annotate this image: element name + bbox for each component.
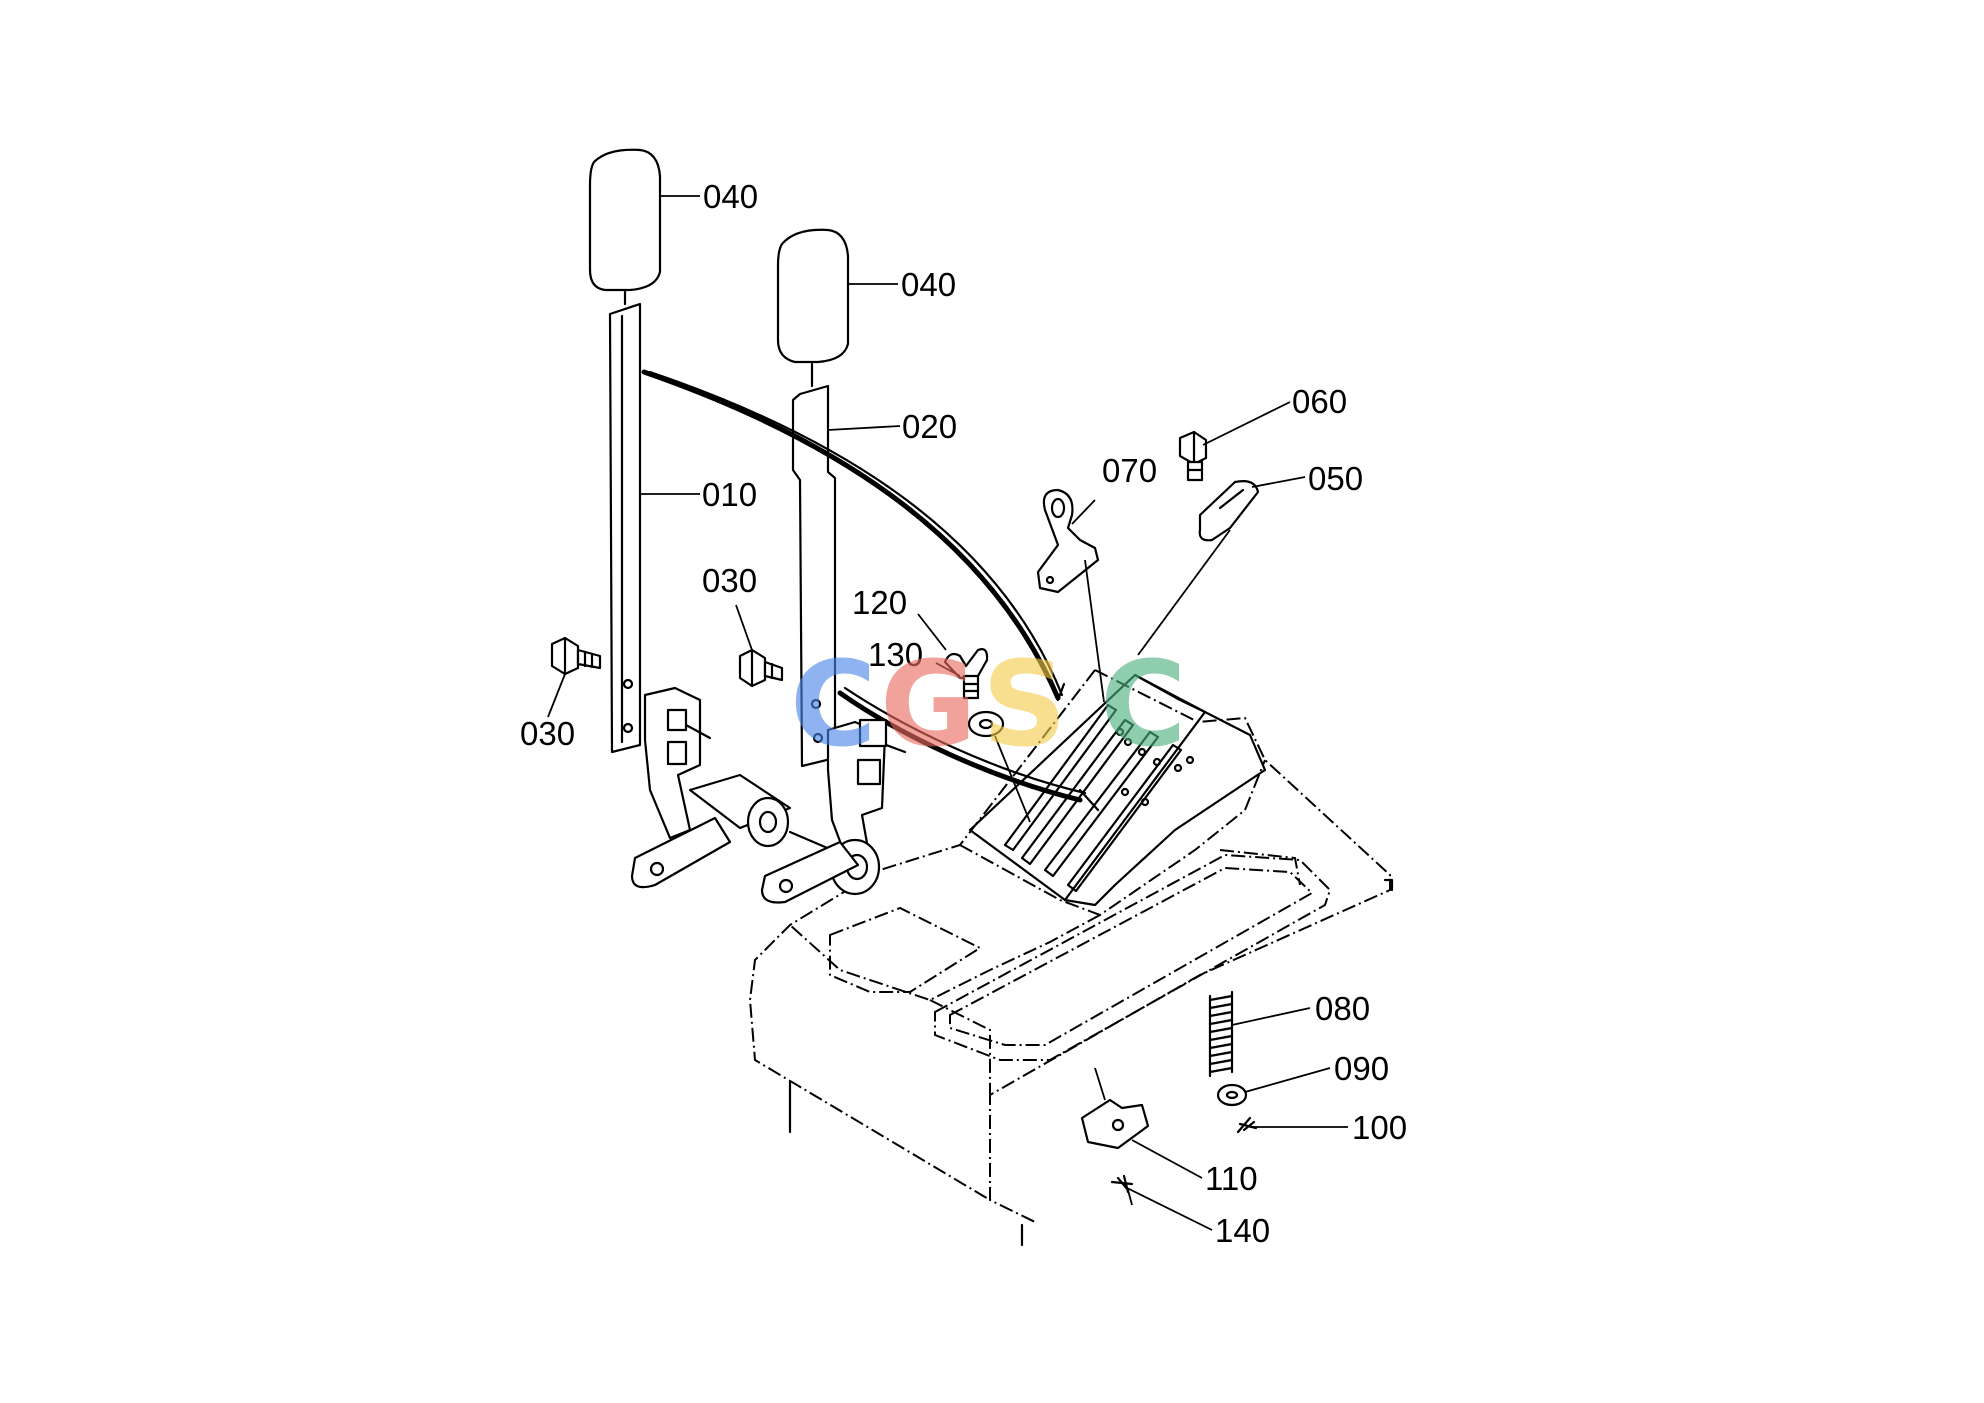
watermark-letter-s: S [982,635,1067,773]
wing-bolt-120 [943,648,989,700]
guide-slot [1020,718,1135,866]
watermark-letter-c1: C [790,635,877,773]
callout-label: 010 [702,476,757,513]
control-lever-010 [608,302,642,754]
callouts: 040 040 020 010 030 030 060 050 070 120 … [520,178,1407,1249]
throttle-cable [641,369,1100,812]
watermark-letter-g: G [880,635,977,773]
linkage-bracket-right [826,718,907,870]
guide-slot [1043,730,1160,878]
spring-080 [1208,990,1234,1078]
callout-label: 140 [1215,1212,1270,1249]
clip-050 [1137,480,1260,656]
washer-090 [1216,1083,1248,1107]
callout-label: 100 [1352,1109,1407,1146]
watermark-logo: C G S C [790,635,1187,773]
guide-slot [1003,703,1118,852]
callout-label: 130 [868,636,923,673]
callout-label: 080 [1315,990,1370,1027]
pivot-shaft [688,773,881,896]
lever-grip-040-left [588,148,662,306]
washer-130 [967,710,1031,823]
lower-arm-right [760,840,860,904]
guide-slot [1066,743,1183,893]
pin-100 [1236,1116,1258,1134]
pin-140 [1110,1174,1134,1206]
guide-plate [968,673,1267,907]
callout-label: 020 [902,408,957,445]
callout-label: 110 [1205,1160,1258,1197]
callout-label: 090 [1334,1050,1389,1087]
bolt-060 [1178,430,1208,482]
plate-110 [1080,1067,1150,1150]
callout-label: 040 [703,178,758,215]
linkage-bracket-left [643,686,712,840]
lower-arm-left [630,816,732,889]
lever-grip-040-right [776,228,850,388]
bolt-030-right [738,648,784,688]
callout-label: 030 [702,562,757,599]
console-panel [748,669,1394,1247]
callout-label: 040 [901,266,956,303]
leader-lines [547,195,1348,1231]
watermark-letter-c2: C [1100,635,1187,773]
hook-070 [1036,488,1105,703]
callout-label: 120 [852,584,907,621]
callout-label: 060 [1292,383,1347,420]
callout-label: 070 [1102,452,1157,489]
callout-label: 050 [1308,460,1363,497]
callout-label: 030 [520,715,575,752]
bolt-030-left [550,636,602,676]
